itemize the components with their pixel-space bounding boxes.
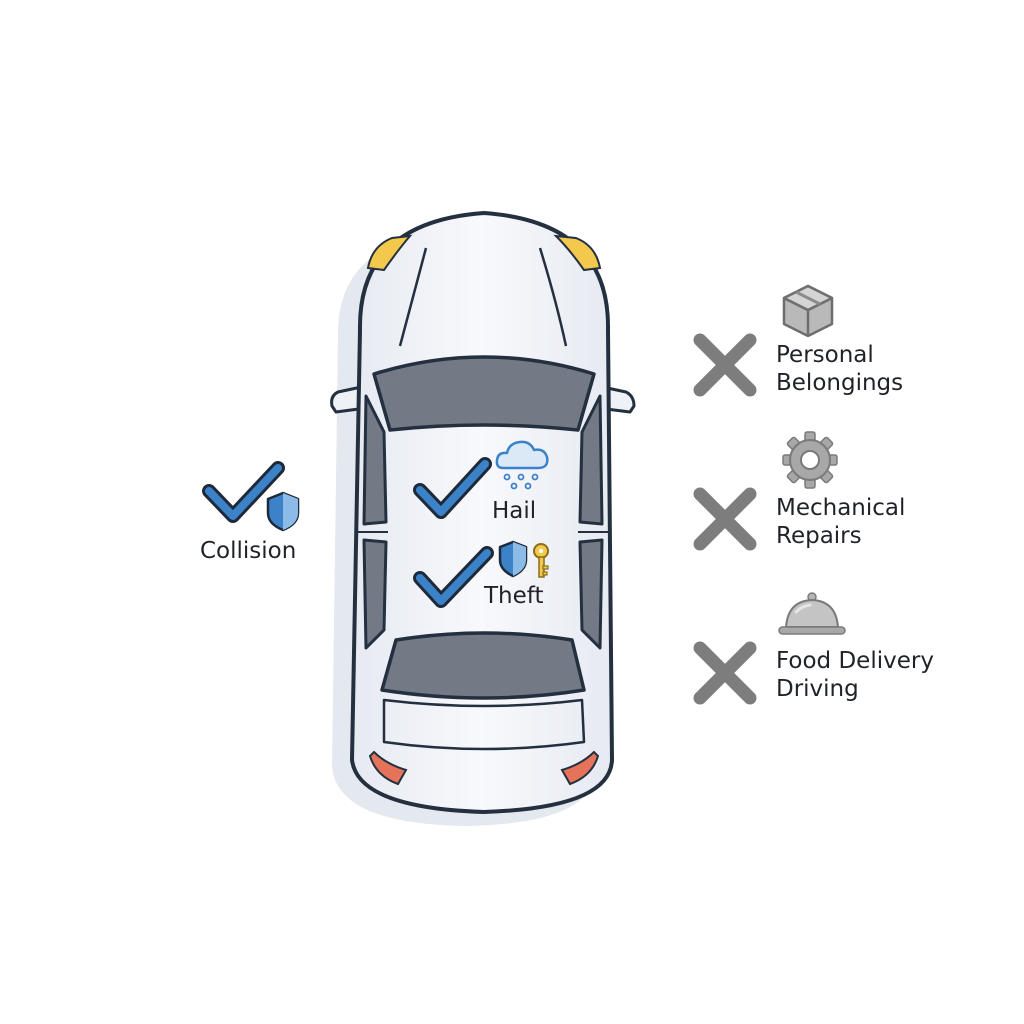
personal-belongings-label-line1: Personal: [776, 342, 874, 368]
left-headlight: [366, 234, 413, 272]
left-front-window: [362, 394, 388, 526]
shield-icon: [266, 491, 300, 532]
check-icon-fill: [416, 549, 491, 605]
hail-cloud-icon: [495, 440, 549, 490]
right-rear-window: [578, 538, 604, 650]
rear-window: [380, 631, 586, 700]
food-delivery-driving-item: [693, 592, 846, 705]
check-icon-fill: [416, 460, 489, 516]
hail-label: Hail: [492, 498, 537, 524]
food-delivery-driving-label-line2: Driving: [776, 676, 859, 702]
box-icon: [782, 284, 834, 338]
car-body: [350, 211, 614, 814]
gear-icon: [782, 431, 838, 489]
theft-item: [413, 540, 549, 608]
mechanical-repairs-label-line1: Mechanical: [776, 495, 906, 521]
right-taillight: [560, 750, 600, 786]
right-front-window: [578, 394, 604, 526]
personal-belongings-item: [693, 284, 834, 397]
personal-belongings-label: Personal Belongings: [776, 341, 903, 397]
food-delivery-driving-label-line1: Food Delivery: [776, 648, 934, 674]
x-icon: [693, 487, 757, 551]
theft-label: Theft: [484, 583, 544, 609]
mechanical-repairs-label: Mechanical Repairs: [776, 494, 905, 550]
collision-label: Collision: [200, 538, 297, 564]
mechanical-repairs-label-line2: Repairs: [776, 523, 862, 549]
check-icon-fill: [205, 464, 282, 520]
food-delivery-driving-label: Food Delivery Driving: [776, 647, 934, 703]
right-headlight: [553, 234, 602, 272]
key-icon: [533, 543, 549, 578]
food-cloche-icon: [778, 592, 846, 635]
hood-crease-left: [398, 247, 428, 347]
trunk-line: [382, 698, 586, 751]
hood-crease-right: [538, 247, 568, 347]
mechanical-repairs-item: [693, 431, 838, 551]
hail-item: [413, 440, 549, 519]
windshield: [372, 355, 596, 432]
left-taillight: [368, 750, 408, 786]
shield-icon: [498, 540, 528, 578]
x-icon: [693, 333, 757, 397]
x-icon: [693, 641, 757, 705]
personal-belongings-label-line2: Belongings: [776, 370, 904, 396]
car-top-view: [330, 211, 636, 826]
left-rear-window: [362, 538, 388, 650]
collision-item: [202, 461, 300, 532]
